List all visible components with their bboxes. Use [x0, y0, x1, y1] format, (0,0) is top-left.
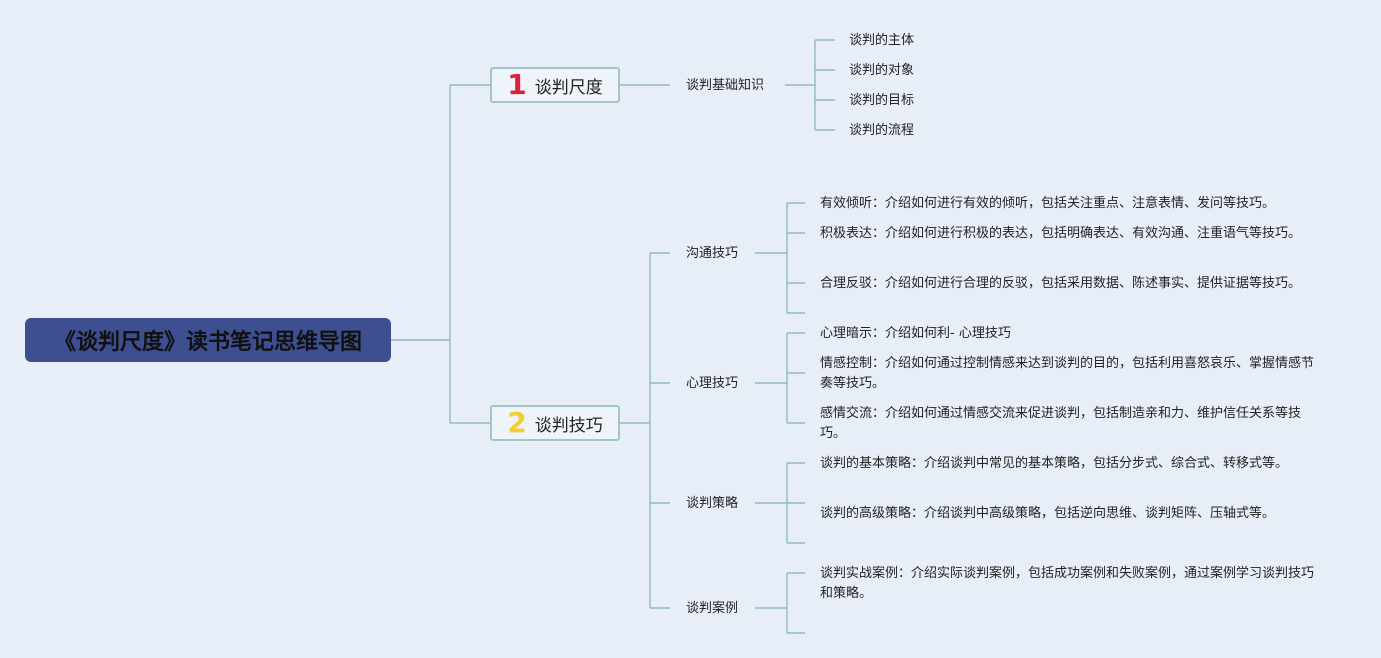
leaf-strategy-2[interactable]: 谈判的高级策略：介绍谈判中高级策略，包括逆向思维、谈判矩阵、压轴式等。: [820, 506, 1276, 521]
leaf-basics-3[interactable]: 谈判的目标: [849, 93, 915, 108]
leaf-psychology-1[interactable]: 心理暗示：介绍如何利- 心理技巧: [820, 326, 1011, 341]
branch-node-1[interactable]: 1 谈判尺度: [490, 67, 620, 103]
branch-number-1: 1: [507, 68, 527, 101]
root-title: 《谈判尺度》读书笔记思维导图: [53, 330, 362, 355]
root-node[interactable]: 《谈判尺度》读书笔记思维导图: [25, 318, 391, 362]
leaf-communication-1[interactable]: 有效倾听：介绍如何进行有效的倾听，包括关注重点、注意表情、发问等技巧。: [820, 196, 1276, 211]
leaf-strategy-1[interactable]: 谈判的基本策略：介绍谈判中常见的基本策略，包括分步式、综合式、转移式等。: [820, 456, 1289, 471]
leaf-communication-2[interactable]: 积极表达：介绍如何进行积极的表达，包括明确表达、有效沟通、注重语气等技巧。: [820, 226, 1302, 241]
sub-node-basics[interactable]: 谈判基础知识: [686, 78, 765, 93]
sub-node-communication[interactable]: 沟通技巧: [686, 246, 739, 261]
sub-node-cases[interactable]: 谈判案例: [686, 601, 739, 616]
branch-node-2[interactable]: 2 谈判技巧: [490, 405, 620, 441]
leaf-basics-2[interactable]: 谈判的对象: [849, 63, 915, 78]
sub-node-psychology[interactable]: 心理技巧: [686, 376, 739, 391]
sub-node-strategy[interactable]: 谈判策略: [686, 496, 739, 511]
branch-label-1: 谈判尺度: [534, 77, 603, 98]
leaf-cases-1[interactable]: 谈判实战案例：介绍实际谈判案例，包括成功案例和失败案例，通过案例学习谈判技巧和策…: [820, 566, 1315, 601]
leaf-basics-1[interactable]: 谈判的主体: [849, 33, 915, 48]
branch-label-2: 谈判技巧: [534, 415, 603, 436]
leaf-communication-3[interactable]: 合理反驳：介绍如何进行合理的反驳，包括采用数据、陈述事实、提供证据等技巧。: [820, 276, 1302, 291]
branch-number-2: 2: [507, 406, 527, 439]
leaf-psychology-2[interactable]: 情感控制：介绍如何通过控制情感来达到谈判的目的，包括利用喜怒哀乐、掌握情感节奏等…: [820, 356, 1315, 391]
leaf-psychology-3[interactable]: 感情交流：介绍如何通过情感交流来促进谈判，包括制造亲和力、维护信任关系等技巧。: [820, 406, 1302, 441]
leaf-basics-4[interactable]: 谈判的流程: [849, 123, 915, 138]
